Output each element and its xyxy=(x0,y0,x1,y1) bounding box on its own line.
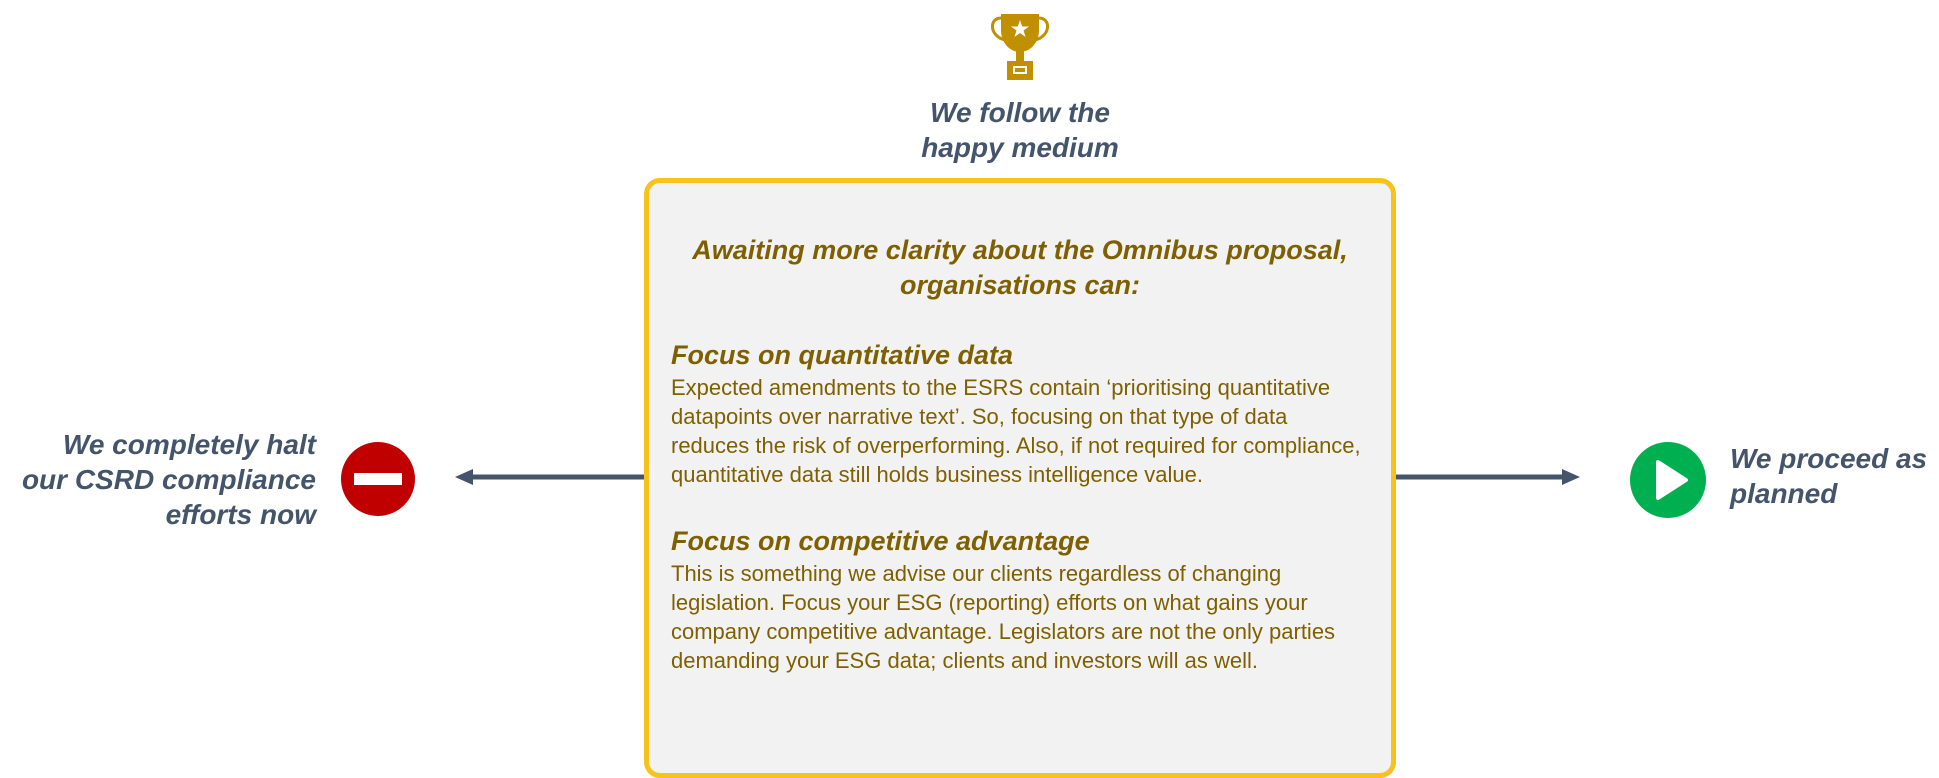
section-title-competitive: Focus on competitive advantage xyxy=(671,526,1090,556)
left-arrow xyxy=(455,469,644,485)
trophy-icon xyxy=(991,14,1049,80)
play-icon xyxy=(1630,442,1706,518)
proceed-as-planned-label: We proceed as planned xyxy=(1730,443,1928,509)
happy-medium-card: Awaiting more clarity about the Omnibus … xyxy=(644,178,1396,778)
section-body-quantitative: Expected amendments to the ESRS contain … xyxy=(671,375,1361,487)
no-entry-icon xyxy=(341,442,415,516)
section-title-quantitative: Focus on quantitative data xyxy=(671,340,1014,370)
card-heading: Awaiting more clarity about the Omnibus … xyxy=(692,235,1348,300)
happy-medium-label: We follow the happy medium xyxy=(921,97,1119,163)
right-arrow xyxy=(1396,469,1580,485)
halt-compliance-label: We completely halt our CSRD compliance e… xyxy=(21,429,316,530)
section-body-competitive: This is something we advise our clients … xyxy=(671,561,1336,673)
